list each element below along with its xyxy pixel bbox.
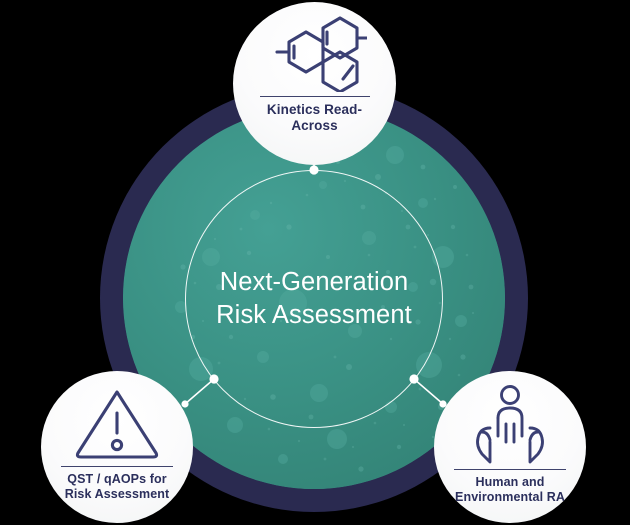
node-label-line1: QST / qAOPs for [67, 472, 167, 487]
node-label-line2: Across [291, 118, 338, 134]
node-label-kinetics-read-across: Kinetics Read- Across [255, 102, 375, 134]
center-title-line1: Next-Generation [219, 268, 409, 297]
node-kinetics-read-across[interactable]: Kinetics Read- Across [233, 2, 396, 165]
node-divider-bottom-left [61, 466, 173, 468]
molecule-polycyclic-aromatic-icon [263, 16, 367, 92]
node-qst-qaops[interactable]: QST / qAOPs for Risk Assessment [41, 371, 193, 523]
center-title-line2: Risk Assessment [216, 301, 412, 329]
center-title: Next-Generation Risk Assessment [185, 170, 443, 428]
node-label-human-environmental-ra: Human and Environmental RA [443, 475, 577, 505]
hands-holding-person-icon [464, 384, 556, 466]
node-label-line1: Human and [475, 475, 545, 490]
node-label-line2: Environmental RA [455, 490, 565, 505]
node-human-environmental-ra[interactable]: Human and Environmental RA [434, 371, 586, 523]
node-label-line1: Kinetics Read- [266, 102, 363, 118]
warning-triangle-icon [74, 387, 160, 461]
node-divider-bottom-right [454, 469, 566, 471]
node-label-line2: Risk Assessment [64, 487, 170, 502]
node-label-qst-qaops: QST / qAOPs for Risk Assessment [52, 472, 182, 502]
node-divider-top [259, 96, 370, 98]
